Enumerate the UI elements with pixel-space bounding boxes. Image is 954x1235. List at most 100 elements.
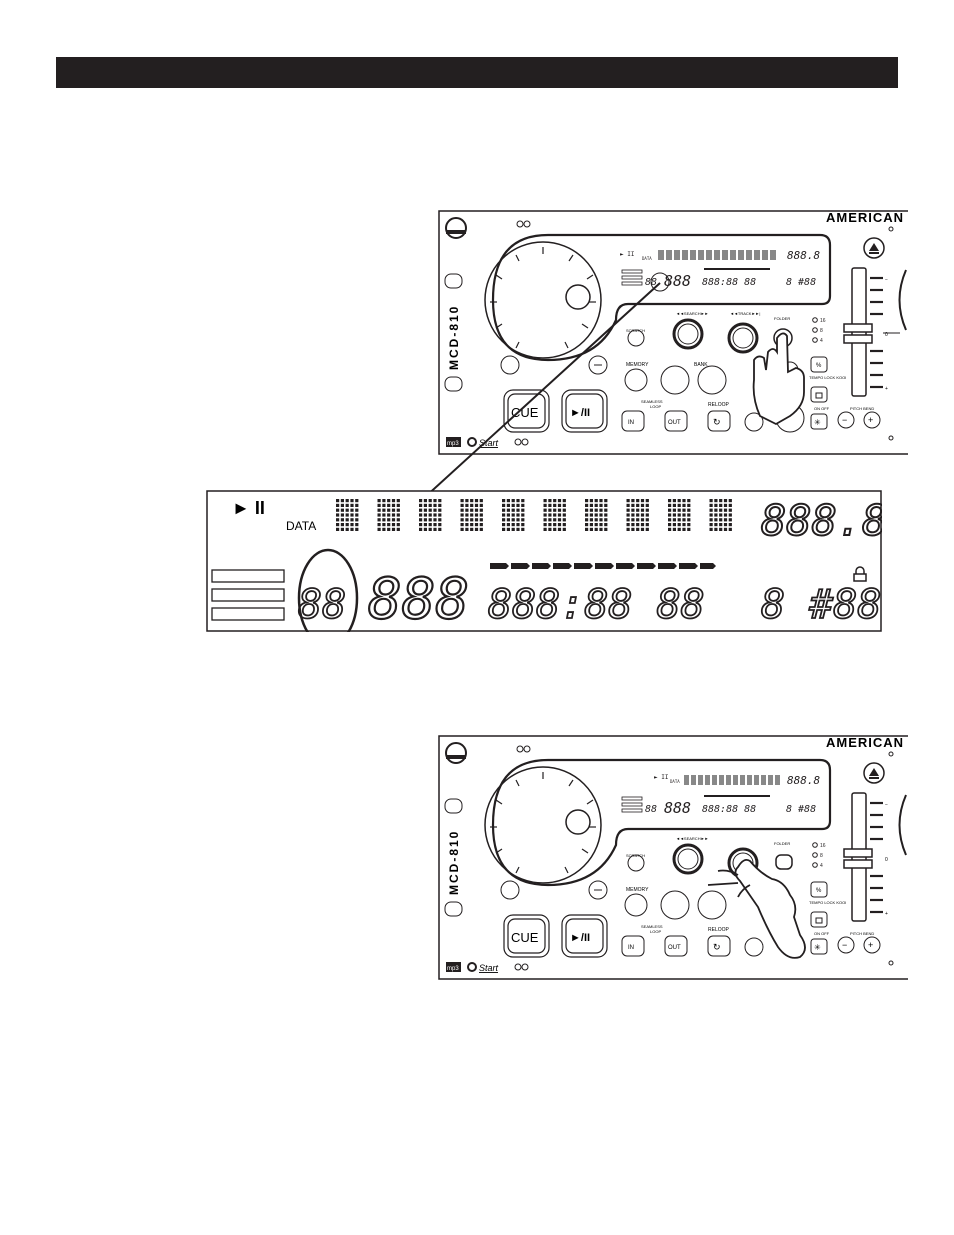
matrix-dot: [719, 513, 723, 517]
brand-name: AMERICAN: [826, 735, 904, 750]
matrix-dot: [589, 527, 593, 531]
bank-button-1[interactable]: [660, 890, 690, 920]
matrix-dot: [377, 513, 381, 517]
loop-in-button[interactable]: [621, 935, 645, 957]
matrix-dot: [502, 527, 506, 531]
matrix-dot: [521, 503, 525, 507]
search-knob[interactable]: [672, 318, 704, 350]
search-knob[interactable]: [672, 843, 704, 875]
svg-text:RELOOP: RELOOP: [708, 402, 730, 408]
matrix-dot: [391, 523, 396, 527]
tempo-lock-button[interactable]: [810, 386, 828, 403]
minus-button[interactable]: [588, 355, 608, 375]
pitch-bend-minus-button[interactable]: [837, 411, 855, 429]
matrix-dot: [687, 527, 691, 531]
svg-text:88: 88: [645, 804, 657, 815]
matrix-dot: [460, 518, 464, 522]
matrix-dot: [562, 513, 566, 517]
percent-button[interactable]: [810, 356, 828, 373]
bank-button-2[interactable]: [697, 365, 727, 395]
play-pause-button[interactable]: ►/II: [561, 389, 608, 433]
eject-button[interactable]: [863, 237, 885, 259]
matrix-dot: [672, 508, 676, 512]
tempo-lock-button[interactable]: [810, 911, 828, 928]
matrix-dot: [668, 499, 672, 503]
matrix-dot: [604, 513, 608, 517]
matrix-dot: [470, 527, 474, 531]
matrix-dot: [355, 518, 359, 522]
jog-wheel[interactable]: [484, 241, 602, 359]
loop-out-button[interactable]: [664, 410, 688, 432]
pitch-bend-plus-button[interactable]: [863, 936, 881, 954]
pitch-fader[interactable]: − 0 +: [843, 792, 888, 922]
bank-button-1[interactable]: [660, 365, 690, 395]
percent-button[interactable]: [810, 881, 828, 898]
jog-wheel[interactable]: [484, 766, 602, 884]
model-name: MCD-810: [447, 305, 461, 370]
folder-button[interactable]: [775, 854, 793, 870]
matrix-dot: [377, 499, 381, 503]
track-knob[interactable]: [727, 322, 759, 354]
matrix-dot: [594, 499, 598, 503]
eject-button[interactable]: [863, 762, 885, 784]
matrix-dot: [687, 523, 691, 527]
matrix-dot: [645, 523, 649, 527]
matrix-dot: [728, 499, 732, 503]
matrix-dot: [391, 518, 396, 522]
cue-button[interactable]: CUE: [503, 389, 550, 433]
matrix-dot: [479, 503, 483, 507]
mini-lcd: ► II DATA 888.8 88 888 888:88 88 8 #88: [620, 249, 820, 290]
matrix-dot: [340, 499, 344, 503]
matrix-dot: [723, 503, 728, 507]
loop-out-button[interactable]: [664, 935, 688, 957]
memory-button[interactable]: [624, 893, 648, 917]
pitch-bend-plus-button[interactable]: [863, 411, 881, 429]
brake-button[interactable]: [810, 938, 828, 955]
reloop-button[interactable]: [707, 410, 731, 432]
matrix-dot: [433, 508, 437, 512]
pitch-bend-minus-button[interactable]: [837, 936, 855, 954]
loop-in-button[interactable]: [621, 410, 645, 432]
scratch-button[interactable]: [627, 854, 645, 872]
svg-text:−: −: [842, 940, 847, 950]
bank-button-2[interactable]: [697, 890, 727, 920]
matrix-dot: [433, 513, 437, 517]
matrix-dot: [723, 523, 728, 527]
matrix-dot: [423, 503, 427, 507]
play-pause-button[interactable]: ►/II: [561, 914, 608, 958]
scratch-button[interactable]: [627, 329, 645, 347]
matrix-dot: [521, 518, 525, 522]
matrix-dot: [382, 527, 386, 531]
small-left-button[interactable]: [500, 880, 520, 900]
matrix-dot: [345, 518, 349, 522]
svg-text:✳: ✳: [814, 418, 821, 427]
matrix-dot: [723, 527, 728, 531]
brake-button[interactable]: [810, 413, 828, 430]
memory-button[interactable]: [624, 368, 648, 392]
matrix-dot: [682, 503, 686, 507]
svg-text:CUE: CUE: [511, 930, 539, 945]
matrix-dot: [543, 508, 547, 512]
cue-button[interactable]: CUE: [503, 914, 550, 958]
minus-button[interactable]: [588, 880, 608, 900]
matrix-dot: [382, 499, 386, 503]
reloop-button[interactable]: [707, 935, 731, 957]
svg-text:PITCH BEND: PITCH BEND: [850, 406, 874, 411]
pitch-fader[interactable]: − 0 +: [843, 267, 900, 397]
matrix-dot: [336, 503, 340, 507]
svg-text:◄◄SEARCH►►: ◄◄SEARCH►►: [676, 836, 709, 841]
matrix-dot: [382, 518, 386, 522]
matrix-dot: [387, 503, 391, 507]
matrix-dot: [687, 503, 691, 507]
matrix-dot: [377, 527, 381, 531]
matrix-dot: [396, 513, 400, 517]
matrix-dot: [336, 499, 340, 503]
matrix-dot: [645, 518, 649, 522]
matrix-dot: [506, 499, 510, 503]
matrix-dot: [345, 527, 349, 531]
matrix-dot: [502, 499, 506, 503]
small-left-button[interactable]: [500, 355, 520, 375]
folder-digits-highlight-circle: [297, 548, 359, 632]
matrix-dot: [728, 527, 732, 531]
matrix-dot: [479, 527, 483, 531]
